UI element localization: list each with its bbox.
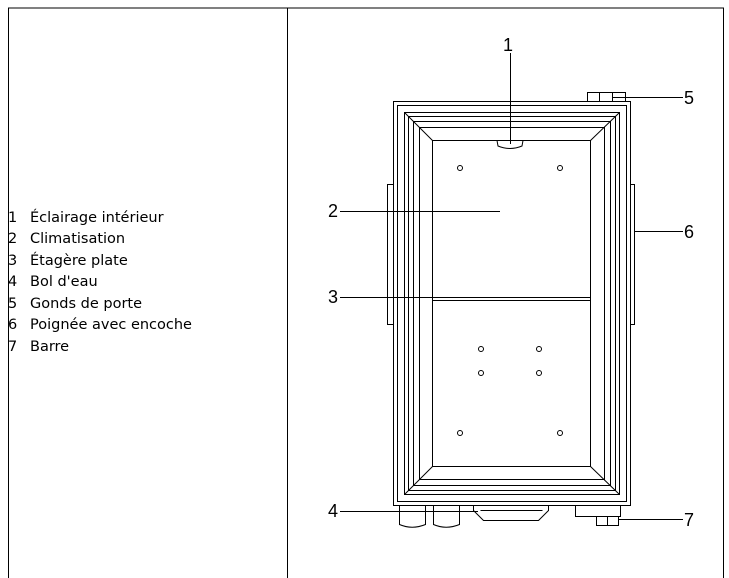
interior-dots <box>457 165 563 436</box>
cabinet-body <box>393 101 631 506</box>
callout-4: 4 <box>328 501 338 521</box>
legend-item: 4 Bol d'eau <box>8 272 192 294</box>
legend-item: 5 Gonds de porte <box>8 293 192 315</box>
legend-item: 2 Climatisation <box>8 229 192 251</box>
legend-label: Poignée avec encoche <box>30 317 192 334</box>
foot-right <box>575 505 621 517</box>
legend-item: 6 Poignée avec encoche <box>8 315 192 337</box>
water-bowl <box>473 505 549 521</box>
callout-1: 1 <box>503 35 513 55</box>
legend-label: Barre <box>30 338 70 355</box>
legend-item: 1 Éclairage intérieur <box>8 207 192 229</box>
legend-label: Éclairage intérieur <box>30 209 164 226</box>
door-frame-inner <box>408 116 616 491</box>
legend-label: Étagère plate <box>30 252 128 269</box>
door-gasket <box>413 121 611 486</box>
callout-3: 3 <box>328 287 338 307</box>
foot-left-inner <box>433 505 460 528</box>
legend-label: Bol d'eau <box>30 274 98 291</box>
foot-left <box>399 505 426 528</box>
door-frame <box>404 112 620 495</box>
legend-item: 7 Barre <box>8 336 192 358</box>
legend-number: 4 <box>8 274 18 291</box>
callout-7: 7 <box>684 510 694 530</box>
legend-number: 7 <box>8 338 18 355</box>
legend-number: 5 <box>8 295 18 312</box>
legend-label: Gonds de porte <box>30 295 143 312</box>
legend-number: 6 <box>8 317 18 334</box>
callout-5: 5 <box>684 88 694 108</box>
legend-number: 1 <box>8 209 18 226</box>
callout-6: 6 <box>684 222 694 242</box>
door-handle <box>630 184 635 325</box>
legend-list: 1 Éclairage intérieur 2 Climatisation 3 … <box>8 207 192 358</box>
interior-glass <box>432 140 591 467</box>
door-gasket-inner <box>419 127 605 480</box>
cabinet-inner-edge <box>397 105 627 502</box>
left-side-bracket <box>387 184 394 325</box>
legend-number: 2 <box>8 231 18 248</box>
legend-label: Climatisation <box>30 231 126 248</box>
leader-lines <box>340 53 683 520</box>
callout-2: 2 <box>328 201 338 221</box>
legend-item: 3 Étagère plate <box>8 250 192 272</box>
interior-light <box>496 140 524 149</box>
legend-number: 3 <box>8 252 18 269</box>
